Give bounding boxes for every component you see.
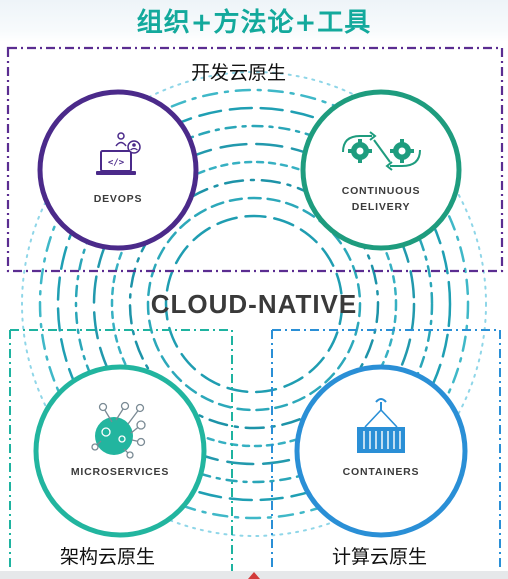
dev-region-label: 开发云原生 — [191, 62, 287, 84]
dev-region-box — [6, 46, 504, 273]
developer-laptop-icon: </> — [96, 132, 141, 175]
cd-label-line2: DELIVERY — [351, 201, 411, 213]
cd-label-line1: CONTINUOUS — [341, 185, 421, 197]
concentric-rings — [21, 71, 487, 537]
micro-label: MICROSERVICES — [70, 466, 170, 478]
shipping-container-icon — [357, 398, 405, 453]
cd-circle — [300, 89, 462, 251]
network-nodes-icon — [91, 401, 146, 459]
arch-region-box — [9, 329, 233, 571]
arch-region-label: 架构云原生 — [58, 542, 158, 569]
page-title: 组织+方法论+工具 — [136, 8, 372, 38]
cloud-native-label: CLOUD-NATIVE — [150, 289, 358, 319]
compute-region-box — [271, 329, 501, 571]
bottom-marker-icon — [248, 572, 260, 579]
gears-cycle-icon — [342, 131, 421, 171]
devops-label: DEVOPS — [93, 193, 143, 205]
compute-region-label: 计算云原生 — [330, 542, 430, 569]
containers-label: CONTAINERS — [342, 466, 420, 478]
title-banner — [0, 0, 508, 42]
svg-text:</>: </> — [108, 158, 125, 168]
